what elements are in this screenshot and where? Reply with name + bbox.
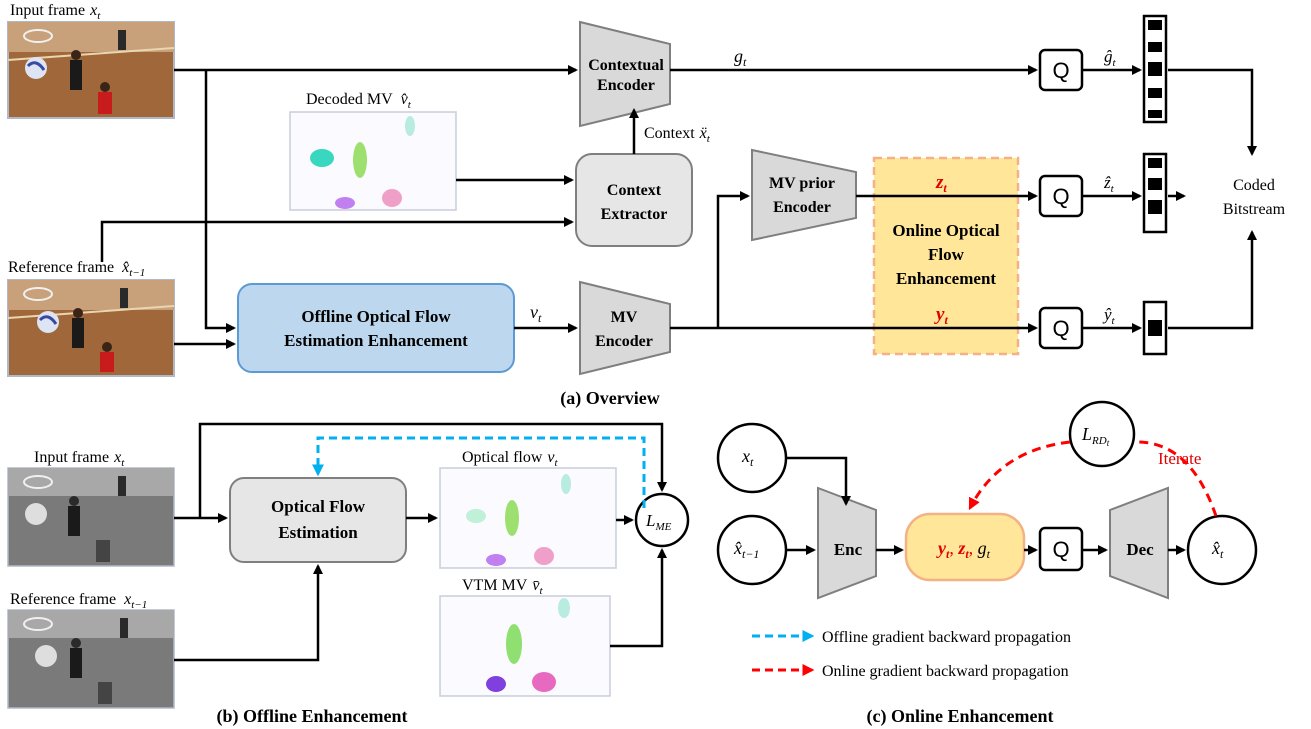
offline-connectors (174, 422, 667, 662)
latents-label: yt, zt, gt (936, 538, 991, 561)
online-connectors (786, 440, 1218, 555)
xt-node: xt (716, 422, 788, 494)
ghat-label: ĝt (1104, 47, 1117, 69)
bitstream-y-strip (1142, 300, 1168, 356)
g-label: gt (734, 46, 747, 69)
svg-text:Online gradient backward propa: Online gradient backward propagation (822, 663, 1069, 680)
ofe-label-1: Optical Flow (271, 497, 366, 516)
bitstream-z-strip (1142, 152, 1168, 234)
svg-text:Q: Q (1052, 184, 1069, 209)
dec-label: Dec (1126, 540, 1154, 559)
optical-flow-estimation-block (229, 477, 407, 563)
coded-bitstream-label-1: Coded (1233, 177, 1275, 194)
svg-text:x̂t: x̂t (1211, 538, 1224, 561)
quantizer-z: Q (1038, 174, 1084, 218)
input-frame-image (7, 21, 175, 119)
y-label: yt (934, 304, 948, 327)
z-label: zt (935, 172, 947, 195)
legend-offline: Offline gradient backward propagation (752, 629, 1071, 646)
online-ofe-label-3: Enhancement (896, 269, 996, 288)
context-extractor-label-1: Context (607, 182, 662, 199)
svg-text:Offline gradient backward prop: Offline gradient backward propagation (822, 629, 1071, 646)
quantizer-g: Q (1038, 48, 1084, 92)
svg-text:Q: Q (1052, 58, 1069, 83)
online-ofe-label-1: Online Optical (892, 221, 999, 240)
online-enc-block (817, 486, 877, 600)
mv-encoder-label-2: Encoder (595, 333, 653, 350)
svg-text:x̂t−1: x̂t−1 (733, 538, 759, 561)
overview-connectors (100, 65, 1257, 349)
contextual-encoder-block (579, 20, 671, 128)
zhat-label: ẑt (1103, 173, 1115, 195)
vtm-mv-image (439, 595, 611, 697)
online-ofe-label-2: Flow (928, 245, 965, 264)
enc-label: Enc (834, 540, 863, 559)
xprev-node: x̂t−1 (716, 514, 788, 586)
lme-node: LME (634, 492, 690, 548)
lme-label: LME (645, 511, 672, 533)
decoded-mv-image (289, 111, 457, 211)
mv-encoder-label-1: MV (611, 309, 638, 326)
offline-ofe-label-1: Offline Optical Flow (301, 307, 451, 326)
ofe-label-2: Estimation (278, 523, 358, 542)
offline-ofe-block (237, 283, 515, 373)
svg-text:Q: Q (1052, 537, 1069, 562)
mv-prior-label-1: MV prior (769, 175, 835, 192)
offline-ref-image (7, 609, 175, 709)
context-extractor-label-2: Extractor (601, 206, 668, 223)
mv-prior-label-2: Encoder (773, 199, 831, 216)
online-dec-block (1109, 486, 1169, 600)
optical-flow-image (439, 467, 617, 569)
contextual-encoder-label-2: Encoder (597, 77, 655, 94)
lrd-node: LRDt (1068, 400, 1136, 468)
latents-block (904, 512, 1026, 582)
quantizer-y: Q (1038, 306, 1084, 350)
bitstream-g-strip (1142, 14, 1168, 124)
contextual-encoder-label-1: Contextual (588, 57, 664, 74)
reference-frame-image (7, 279, 175, 377)
svg-text:Q: Q (1052, 316, 1069, 341)
offline-ofe-label-2: Estimation Enhancement (284, 331, 468, 350)
caption-b: (b) Offline Enhancement (217, 706, 408, 727)
legend-online: Online gradient backward propagation (752, 663, 1069, 680)
svg-text:LRDt: LRDt (1081, 424, 1110, 448)
mv-encoder-block (579, 280, 671, 376)
online-ofe-block (872, 156, 1020, 356)
iterate-label: Iterate (1158, 449, 1201, 468)
offline-input-image (7, 467, 175, 567)
svg-text:xt: xt (741, 446, 754, 469)
yhat-label: ŷt (1102, 305, 1116, 327)
caption-a: (a) Overview (560, 388, 659, 409)
xhat-node: x̂t (1186, 514, 1258, 586)
caption-c: (c) Online Enhancement (867, 706, 1054, 727)
v-label: vt (530, 302, 542, 325)
context-extractor-block (575, 153, 693, 247)
mv-prior-encoder-block (751, 148, 857, 242)
coded-bitstream-label-2: Bitstream (1223, 201, 1286, 218)
online-quantizer: Q (1038, 526, 1084, 572)
